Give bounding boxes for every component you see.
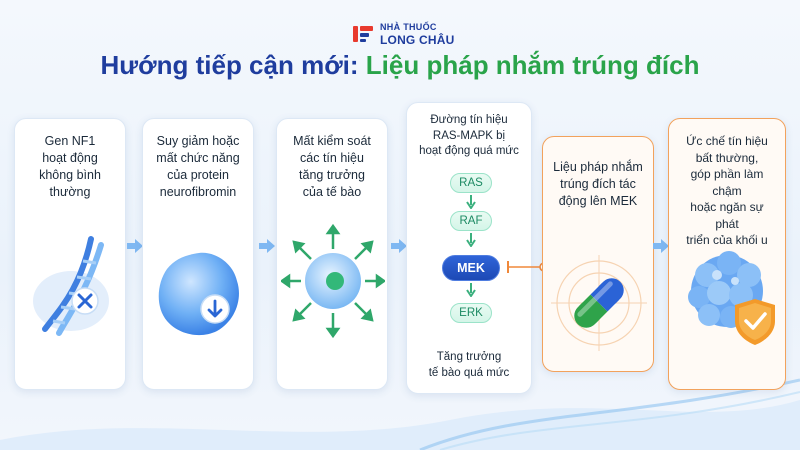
arrow-right-icon bbox=[127, 239, 143, 253]
step-6-text: Ức chế tín hiệu bất thường, góp phần làm… bbox=[686, 134, 768, 247]
dna-icon bbox=[33, 236, 109, 336]
step-card-5: Liệu pháp nhắm trúng đích tác động lên M… bbox=[542, 136, 654, 372]
step-card-6: Ức chế tín hiệu bất thường, góp phần làm… bbox=[668, 118, 786, 390]
step-2-text: Suy giảm hoặc mất chức năng của protein … bbox=[156, 134, 240, 199]
step-card-1: Gen NF1 hoạt động không bình thường bbox=[14, 118, 126, 390]
arrow-right-icon bbox=[653, 239, 669, 253]
arrow-down-icon bbox=[466, 283, 476, 297]
brand-name-line2: LONG CHÂU bbox=[380, 32, 455, 47]
cell-signal-icon bbox=[281, 223, 385, 339]
pathway-node-ras: RAS bbox=[450, 173, 492, 193]
arrow-right-icon bbox=[391, 239, 407, 253]
pathway-node-mek: MEK bbox=[442, 255, 500, 281]
step-card-2: Suy giảm hoặc mất chức năng của protein … bbox=[142, 118, 254, 390]
pathway-footer: Tăng trưởng tế bào quá mức bbox=[428, 351, 510, 379]
title-part1: Hướng tiếp cận mới: bbox=[100, 50, 366, 80]
capsule-target-icon bbox=[551, 255, 647, 351]
tumor-shield-icon bbox=[688, 251, 775, 345]
title-part2: Liệu pháp nhắm trúng đích bbox=[365, 50, 700, 80]
step-1-text: Gen NF1 hoạt động không bình thường bbox=[39, 134, 101, 199]
page-title: Hướng tiếp cận mới: Liệu pháp nhắm trúng… bbox=[0, 50, 800, 81]
brand-logo-icon bbox=[353, 26, 373, 42]
step-card-4: Đường tín hiệu RAS-MAPK bị hoạt động quá… bbox=[406, 102, 532, 394]
brand-name-line1: NHÀ THUỐC bbox=[380, 21, 437, 32]
step-card-3: Mất kiểm soát các tín hiệu tăng trưởng c… bbox=[276, 118, 388, 390]
step-3-text: Mất kiểm soát các tín hiệu tăng trưởng c… bbox=[293, 134, 371, 199]
arrow-down-icon bbox=[466, 233, 476, 247]
step-5-text: Liệu pháp nhắm trúng đích tác động lên M… bbox=[553, 160, 643, 208]
brand-logo: NHÀ THUỐC LONG CHÂU bbox=[352, 19, 454, 49]
arrow-down-icon bbox=[466, 195, 476, 209]
pathway-header: Đường tín hiệu RAS-MAPK bị hoạt động quá… bbox=[419, 114, 519, 157]
protein-icon bbox=[158, 252, 239, 336]
arrow-right-icon bbox=[259, 239, 275, 253]
pathway-node-erk: ERK bbox=[450, 303, 492, 323]
pathway-node-raf: RAF bbox=[450, 211, 492, 231]
